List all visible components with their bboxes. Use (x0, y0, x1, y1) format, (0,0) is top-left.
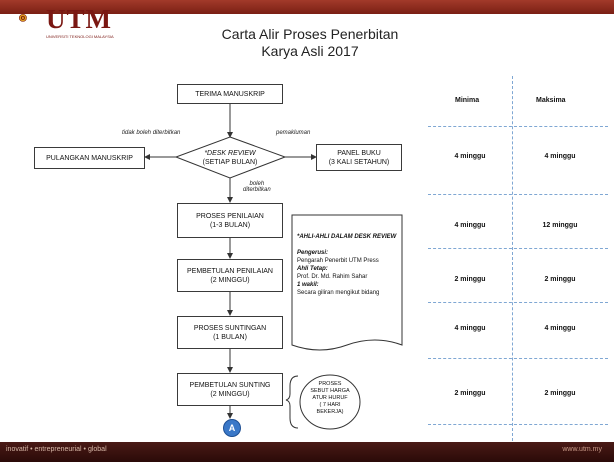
utm-logo-icon (19, 13, 27, 22)
title-line-1: Carta Alir Proses Penerbitan (221, 26, 399, 42)
page-title: Carta Alir Proses Penerbitan Karya Asli … (185, 26, 435, 60)
pembetulan-penilaian-line-2: (2 MINGGU) (210, 276, 250, 284)
brace-shape (285, 375, 299, 429)
sebut-harga-note: PROSES SEBUT HARGA ATUR HURUF ( 7 HARI B… (302, 381, 358, 416)
row-2-min: 4 minggu (454, 222, 486, 229)
table-rule-5 (428, 424, 608, 425)
panel-line-1: PANEL BUKU (337, 149, 381, 157)
label-boleh-diterbitkan: boleh diterbitkan (243, 181, 271, 193)
desk-review-label: *DESK REVIEW (SETIAP BULAN) (195, 147, 265, 169)
brace-line-3: ATUR HURUF (312, 395, 348, 401)
desk-review-line-2: (SETIAP BULAN) (202, 159, 258, 166)
table-rule-0 (428, 126, 608, 127)
row-1-max: 4 minggu (544, 153, 576, 160)
footer-bar (0, 442, 614, 462)
label-pemakluman: pemakluman (276, 130, 311, 136)
proses-penilaian-box: PROSES PENILAIAN (1-3 BULAN) (177, 203, 283, 238)
note-pengerusi-value: Pengarah Penerbit UTM Press (297, 258, 379, 264)
note-wakil-label: 1 wakil: (297, 282, 319, 288)
table-rule-3 (428, 302, 608, 303)
table-rule-4 (428, 358, 608, 359)
row-2-max: 12 minggu (542, 222, 578, 229)
title-line-2: Karya Asli 2017 (261, 43, 359, 59)
logo-subtext: UNIVERSITI TEKNOLOGI MALAYSIA (46, 34, 114, 39)
pembetulan-penilaian-box: PEMBETULAN PENILAIAN (2 MINGGU) (177, 259, 283, 292)
row-5-max: 2 minggu (544, 390, 576, 397)
brace-line-1: PROSES (318, 381, 342, 387)
row-5-min: 2 minggu (454, 390, 486, 397)
panel-line-2: (3 KALI SETAHUN) (328, 158, 390, 166)
logo-text: UTM (46, 4, 112, 34)
sebut-harga-ellipse (299, 374, 361, 430)
row-3-max: 2 minggu (544, 276, 576, 283)
brace-line-5: BEKERJA) (316, 409, 344, 415)
label-boleh-line-1: boleh (249, 181, 265, 187)
note-document-shape (291, 214, 403, 351)
suntingan-line-1: PROSES SUNTINGAN (193, 324, 267, 332)
row-4-min: 4 minggu (454, 325, 486, 332)
decision-diamond (174, 136, 287, 179)
note-ahli-label: Ahli Tetap: (297, 266, 328, 272)
desk-review-line-1: *DESK REVIEW (204, 150, 256, 157)
note-ahli-value: Prof. Dr. Md. Rahim Sahar (297, 274, 368, 280)
proses-suntingan-box: PROSES SUNTINGAN (1 BULAN) (177, 316, 283, 349)
penilaian-line-1: PROSES PENILAIAN (196, 212, 264, 220)
pembetulan-sunting-box: PEMBETULAN SUNTING (2 MINGGU) (177, 373, 283, 406)
pembetulan-sunting-line-1: PEMBETULAN SUNTING (189, 381, 271, 389)
brace-line-4: ( 7 HARI (319, 402, 341, 408)
row-3-min: 2 minggu (454, 276, 486, 283)
suntingan-line-2: (1 BULAN) (213, 333, 247, 341)
desk-review-members-note: *AHLI-AHLI DALAM DESK REVIEW Pengerusi: … (297, 233, 399, 297)
header-band (0, 0, 614, 14)
table-rule-1 (428, 194, 608, 195)
pulangkan-manuskrip-box: PULANGKAN MANUSKRIP (34, 147, 145, 169)
table-column-divider (512, 76, 513, 441)
label-boleh-line-2: diterbitkan (243, 187, 271, 193)
table-rule-2 (428, 248, 608, 249)
footer-tagline: inovatif • entrepreneurial • global (6, 446, 107, 453)
row-1-min: 4 minggu (454, 153, 486, 160)
footer-url: www.utm.my (562, 446, 602, 453)
connector-a: A (223, 419, 241, 437)
header-minima: Minima (455, 97, 480, 104)
pembetulan-penilaian-line-1: PEMBETULAN PENILAIAN (187, 267, 273, 275)
penilaian-line-2: (1-3 BULAN) (209, 221, 251, 229)
row-4-max: 4 minggu (544, 325, 576, 332)
note-pengerusi-label: Pengerusi: (297, 250, 329, 256)
label-tidak-boleh-diterbitkan: tidak boleh diterbitkan (122, 130, 181, 136)
brace-line-2: SEBUT HARGA (310, 388, 350, 394)
terima-manuskrip-box: TERIMA MANUSKRIP (177, 84, 283, 104)
panel-buku-box: PANEL BUKU (3 KALI SETAHUN) (316, 144, 402, 171)
note-wakil-value: Secara giliran mengikut bidang (297, 290, 380, 296)
header-maksima: Maksima (536, 97, 566, 104)
pembetulan-sunting-line-2: (2 MINGGU) (210, 390, 250, 398)
note-heading: *AHLI-AHLI DALAM DESK REVIEW (297, 234, 397, 240)
